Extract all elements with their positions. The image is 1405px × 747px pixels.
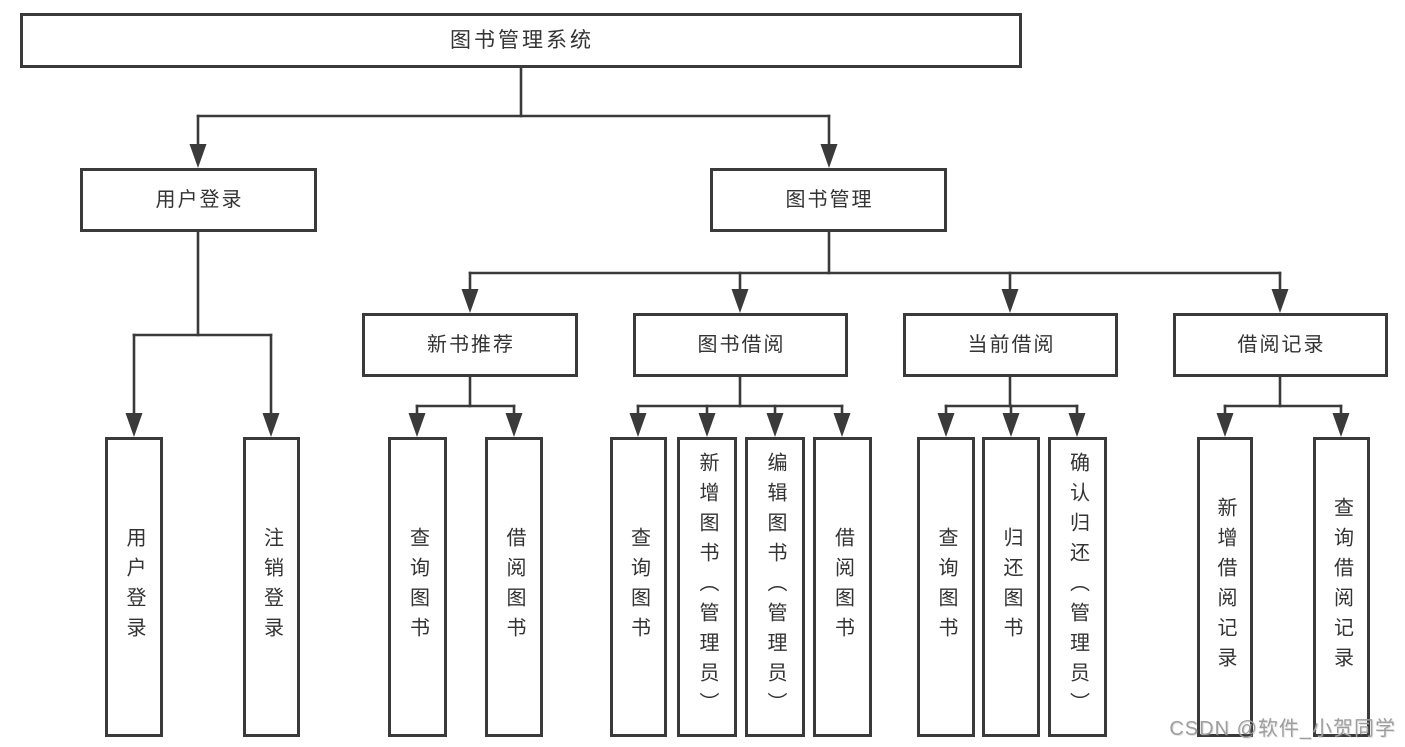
arrowhead-icon [262,413,280,437]
arrowhead-icon [408,413,426,437]
node-bb-add-books: 新增图书（管理员） [677,437,737,737]
node-label: 查询图书 [627,527,650,647]
node-bb-edit-books: 编辑图书（管理员） [745,437,805,737]
arrowhead-icon [1002,413,1020,437]
node-label: 查询图书 [406,527,429,647]
arrowhead-icon [505,413,523,437]
arrowhead-icon [937,413,955,437]
arrowhead-icon [629,413,647,437]
node-borrow-records: 借阅记录 [1173,313,1388,377]
node-root: 图书管理系统 [20,13,1022,68]
arrowhead-icon [1068,413,1086,437]
node-book-mgmt: 图书管理 [710,168,947,232]
node-label: 当前借阅 [967,334,1056,356]
arrowhead-icon [766,413,784,437]
node-label: 新增借阅记录 [1214,497,1236,677]
arrowhead-icon [698,413,716,437]
node-book-borrow: 图书借阅 [633,313,848,377]
arrowhead-icon [1332,413,1350,437]
node-label: 新书推荐 [427,334,515,356]
arrowhead-icon [1001,289,1019,313]
node-label: 查询借阅记录 [1330,497,1353,677]
arrowhead-icon [731,289,749,313]
node-label: 图书管理系统 [450,29,594,52]
node-rec-query-books: 查询图书 [388,437,447,737]
node-label: 新增图书（管理员） [696,452,718,722]
node-label: 确认归还（管理员） [1066,452,1089,722]
arrowhead-icon [189,144,207,168]
node-new-book-rec: 新书推荐 [362,313,578,377]
node-leaf-logout: 注销登录 [243,437,300,737]
node-label: 编辑图书（管理员） [764,452,786,722]
node-label: 图书借阅 [697,334,786,356]
node-br-query-record: 查询借阅记录 [1313,437,1370,737]
node-label: 图书管理 [785,189,874,211]
edge-group [125,66,1350,437]
node-label: 借阅图书 [503,527,525,647]
node-current-borrow: 当前借阅 [903,313,1118,377]
node-leaf-user-login: 用户登录 [105,437,163,737]
arrowhead-icon [820,144,838,168]
node-label: 借阅图书 [831,527,854,647]
node-user-login: 用户登录 [80,168,317,232]
node-label: 查询图书 [935,527,957,647]
node-label: 归还图书 [1000,527,1022,647]
node-label: 借阅记录 [1237,334,1326,356]
node-br-add-record: 新增借阅记录 [1197,437,1253,737]
arrowhead-icon [125,413,143,437]
node-cb-confirm-return: 确认归还（管理员） [1048,437,1107,737]
node-cb-query-books: 查询图书 [917,437,975,737]
arrowhead-icon [1271,289,1289,313]
node-label: 用户登录 [123,527,145,647]
arrowhead-icon [833,413,851,437]
node-rec-borrow-books: 借阅图书 [485,437,543,737]
node-label: 注销登录 [260,527,283,647]
node-cb-return-books: 归还图书 [982,437,1040,737]
arrowhead-icon [1216,413,1234,437]
node-label: 用户登录 [155,189,244,211]
arrowhead-icon [461,289,479,313]
node-bb-borrow-books: 借阅图书 [813,437,872,737]
node-bb-query-books: 查询图书 [610,437,667,737]
